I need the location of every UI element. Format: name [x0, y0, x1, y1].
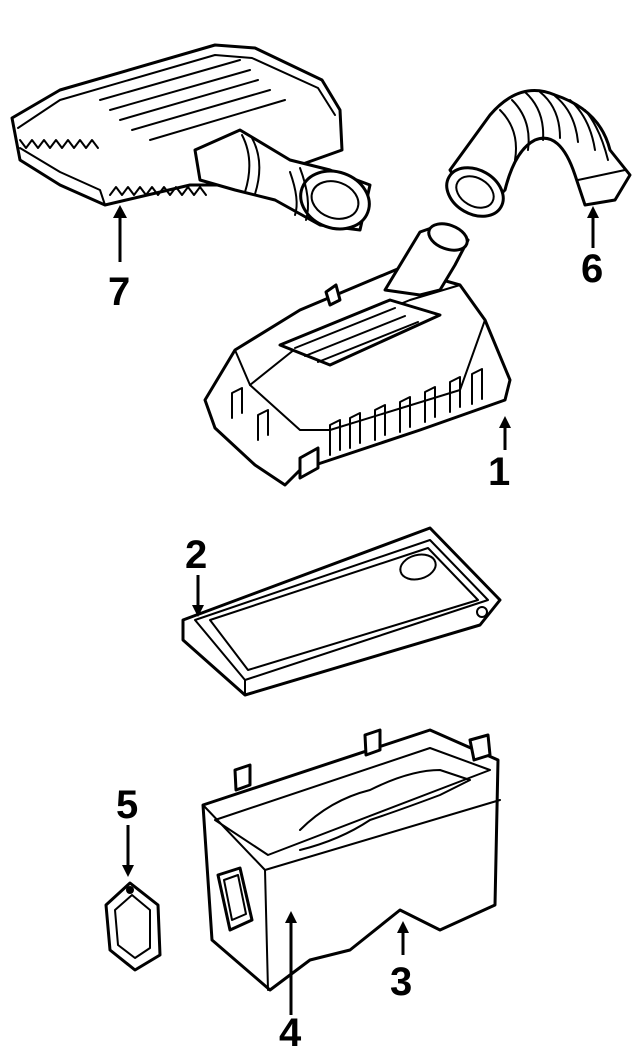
callout-6: 6: [581, 247, 603, 291]
part-6-intake-hose: [445, 89, 632, 218]
callout-4: 4: [279, 1011, 302, 1049]
callout-3: 3: [390, 960, 412, 1004]
part-2-filter-element: [181, 526, 502, 697]
part-3-lower-housing: [201, 728, 501, 992]
part-5-grommet: [104, 881, 162, 972]
part-1-air-cleaner-cover: [203, 222, 512, 487]
callout-5: 5: [116, 783, 138, 827]
part-7-air-cleaner-lid: [10, 43, 372, 232]
callout-arrows: [113, 205, 599, 1015]
callout-1: 1: [488, 450, 510, 494]
callout-2: 2: [185, 533, 207, 577]
callout-7: 7: [108, 270, 130, 314]
